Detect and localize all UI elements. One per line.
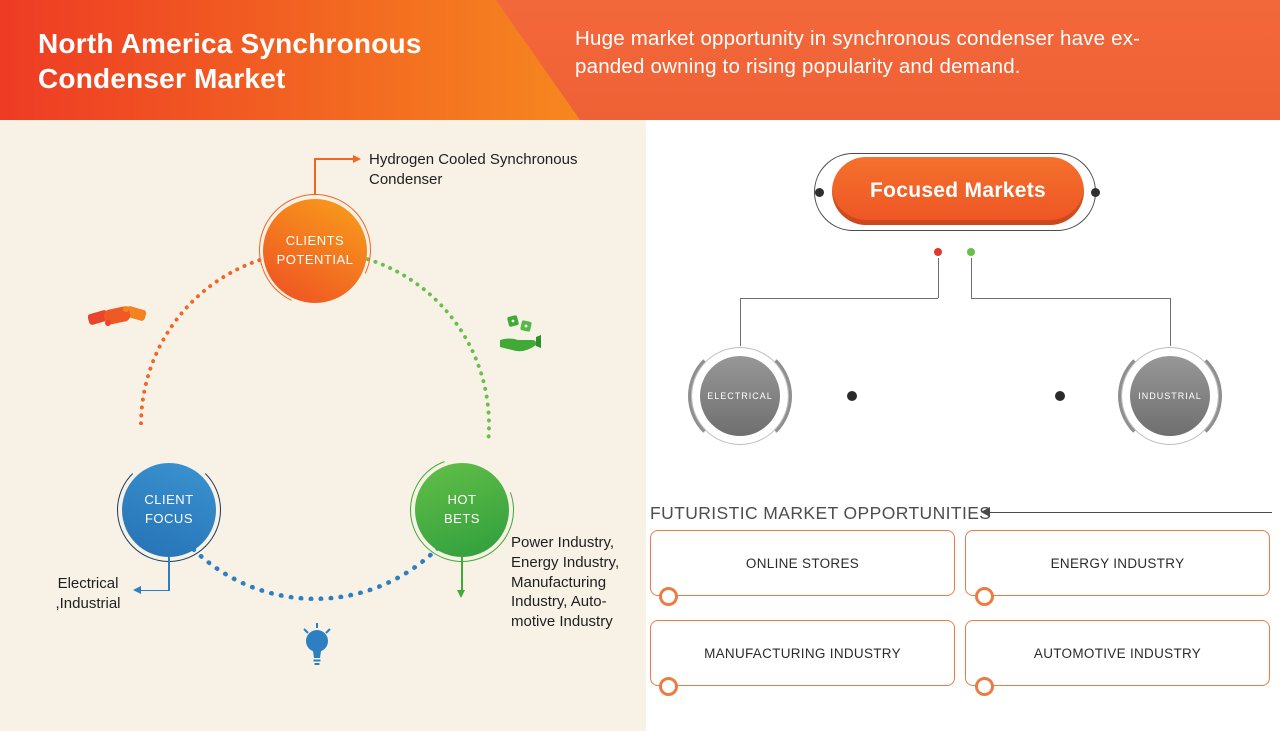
connector-line — [970, 258, 972, 298]
page-title: North America Synchronous Condenser Mark… — [38, 28, 422, 94]
arrow-down-icon — [457, 590, 465, 598]
money-in-hand-icon — [496, 314, 542, 361]
green-status-dot — [967, 248, 975, 256]
opportunity-label: AUTOMOTIVE INDUSTRY — [1033, 645, 1202, 661]
arrow-left-icon — [133, 586, 141, 594]
electrical-node-ring — [691, 347, 789, 445]
clients-potential-label: CLIENTS POTENTIAL — [276, 233, 354, 267]
industrial-node-label: INDUSTRIAL — [1138, 391, 1202, 401]
connector-line — [740, 298, 938, 299]
client-focus-bubble: CLIENT FOCUS — [122, 463, 216, 557]
opportunity-label: ENERGY INDUSTRY — [1050, 555, 1185, 571]
focused-markets-pill: Focused Markets — [832, 157, 1084, 225]
connector-line — [739, 298, 741, 346]
box-corner-dot-icon — [975, 587, 994, 606]
hot-bets-callout-line-vertical — [461, 557, 463, 590]
industrial-node-ring — [1121, 347, 1219, 445]
light-bulb-icon — [300, 622, 334, 673]
opportunity-box-online-stores: ONLINE STORES — [650, 530, 955, 596]
client-focus-callout-line-horizontal — [141, 589, 169, 592]
opportunity-box-manufacturing-industry: MANUFACTURING INDUSTRY — [650, 620, 955, 686]
page-subtitle: Huge market opportunity in synchronous c… — [575, 27, 1141, 78]
blue-dotted-arc — [139, 249, 491, 601]
red-status-dot — [934, 248, 942, 256]
electrical-node: ELECTRICAL — [700, 356, 780, 436]
connector-line — [1169, 298, 1171, 346]
hot-bets-label: HOT BETS — [444, 492, 480, 526]
clients-potential-callout-line-horizontal — [314, 158, 353, 160]
opportunity-box-automotive-industry: AUTOMOTIVE INDUSTRY — [965, 620, 1270, 686]
connector-line — [937, 258, 939, 298]
electrical-node-label: ELECTRICAL — [707, 391, 773, 401]
client-focus-label: CLIENT FOCUS — [144, 492, 194, 526]
opportunity-label: ONLINE STORES — [745, 555, 860, 571]
focused-markets-label: Focused Markets — [869, 179, 1047, 202]
opportunity-box-energy-industry: ENERGY INDUSTRY — [965, 530, 1270, 596]
opportunity-label: MANUFACTURING INDUSTRY — [704, 645, 901, 661]
arrow-left-icon — [981, 507, 990, 517]
industrial-node-arcs — [1118, 344, 1222, 448]
connector-line — [970, 298, 1171, 299]
header-left-panel — [0, 0, 580, 120]
mid-dot — [847, 391, 857, 401]
header-banner — [0, 0, 1280, 120]
industrial-node: INDUSTRIAL — [1130, 356, 1210, 436]
handshake-icon — [87, 296, 147, 341]
mid-dot — [1055, 391, 1065, 401]
box-corner-dot-icon — [975, 677, 994, 696]
electrical-node-arcs — [688, 344, 792, 448]
box-corner-dot-icon — [659, 587, 678, 606]
futuristic-heading: FUTURISTIC MARKET OPPORTUNITIES — [650, 503, 992, 523]
clients-potential-callout-line-vertical — [314, 158, 316, 194]
clients-potential-bubble: CLIENTS POTENTIAL — [263, 199, 367, 303]
box-corner-dot-icon — [659, 677, 678, 696]
client-focus-callout-line-vertical — [168, 557, 170, 591]
arrow-right-icon — [353, 155, 361, 163]
hot-bets-callout: Power Industry, Energy Industry, Manufac… — [511, 534, 620, 631]
clients-potential-callout: Hydrogen Cooled Synchronous Condenser — [369, 151, 578, 188]
hot-bets-bubble: HOT BETS — [415, 463, 509, 557]
heading-pointer-line — [990, 511, 1272, 514]
client-focus-callout: Electrical ,Industrial — [55, 575, 121, 612]
ring-right-dot — [1091, 188, 1100, 197]
ring-left-dot — [815, 188, 824, 197]
